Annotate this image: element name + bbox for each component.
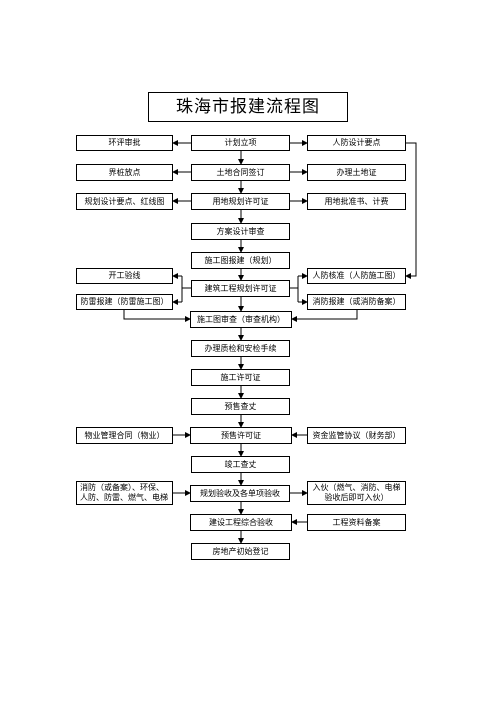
node-jianzhu-xuke: 建筑工程规划许可证: [191, 280, 290, 297]
node-fangan: 方案设计审查: [191, 223, 290, 240]
node-kaigong: 开工验线: [76, 268, 173, 284]
node-tudizheng: 办理土地证: [307, 164, 406, 181]
node-shigongtu-shencha: 施工图审查（审查机构）: [190, 311, 292, 328]
node-guihua-yanshou: 规划验收及各单项验收: [190, 485, 290, 502]
node-fanglei: 防雷报建（防雷施工图）: [76, 294, 173, 310]
node-tudi-hetong: 土地合同签订: [191, 164, 290, 181]
loop-xiaofang-to-shencha: [291, 310, 358, 322]
node-wuye: 物业管理合同（物业）: [76, 427, 173, 444]
page-title: 珠海市报建流程图: [148, 92, 348, 122]
node-zhijian: 办理质检和安检手续: [191, 340, 290, 357]
node-yushou-xuke: 预售许可证: [190, 427, 292, 444]
node-guihua-yaodian: 规划设计要点、红线图: [76, 193, 173, 210]
node-shigongtu-baojian: 施工图报建（规划）: [191, 252, 290, 269]
node-shigong-xuke: 施工许可证: [191, 369, 290, 386]
node-renfang-sheji: 人防设计要点: [307, 135, 406, 151]
node-jungong: 竣工查丈: [191, 456, 290, 473]
node-yongdi-pizhun: 用地批准书、计费: [307, 193, 406, 210]
node-zijin-jianguan: 资金监管协议（财务部）: [307, 427, 406, 444]
node-jihua: 计划立项: [191, 135, 290, 151]
loop-fanglei-to-shencha: [123, 310, 191, 322]
node-zonghe-yanshou: 建设工程综合验收: [190, 514, 292, 531]
node-ziliao-bei-an: 工程资料备案: [307, 514, 406, 531]
node-ruhuo: 入伙（燃气、消防、电梯 验收后即可入伙）: [307, 481, 406, 505]
node-yongdi-xuke: 用地规划许可证: [191, 193, 290, 210]
node-xiaofang-yanshou: 消防（或备案）、环保、 人防、防雷、燃气、电梯: [76, 481, 173, 505]
node-yushou-chazhang: 预售查丈: [191, 398, 290, 415]
node-xiaofang-baojian: 消防报建（或消防备案）: [307, 294, 406, 310]
node-renfang-hezhun: 人防核准（人防施工图）: [307, 268, 406, 284]
node-huanping: 环评审批: [76, 135, 173, 151]
node-jiezhuang: 界桩放点: [76, 164, 173, 181]
loop-renfang-sheji-to-hezhun: [405, 142, 417, 279]
node-chushi-dengji: 房地产初始登记: [191, 543, 290, 560]
